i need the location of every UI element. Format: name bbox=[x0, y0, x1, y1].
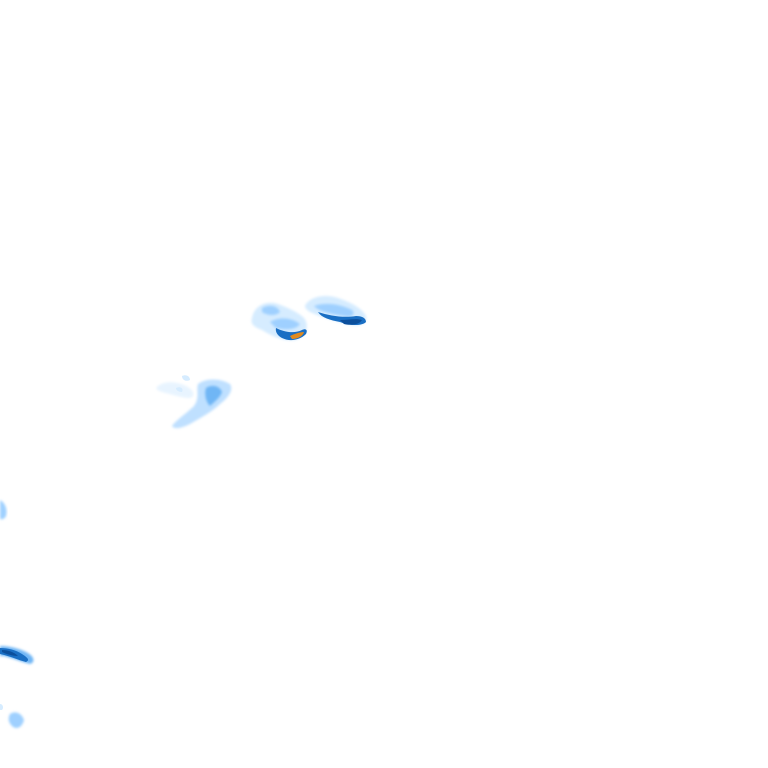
precip-cell-north-west bbox=[251, 302, 307, 341]
precip-area-moderate bbox=[314, 303, 354, 317]
precip-area-moderate bbox=[205, 385, 222, 406]
precip-cell-central-west bbox=[156, 375, 232, 429]
precip-cell-south-west-band bbox=[0, 646, 34, 664]
precip-cell-north-east bbox=[305, 296, 367, 326]
precip-area-very-light bbox=[0, 704, 4, 710]
precip-area-moderate bbox=[262, 305, 300, 330]
precip-area-very-light bbox=[156, 382, 194, 398]
precip-cell-south-west-small bbox=[0, 704, 24, 728]
precip-area-light bbox=[8, 712, 24, 728]
precip-area-light-dots bbox=[176, 375, 190, 392]
precip-area-intense bbox=[290, 332, 304, 339]
precip-area-very-heavy bbox=[2, 650, 18, 656]
precip-cell-west-edge bbox=[0, 500, 7, 520]
precip-area-light bbox=[0, 500, 7, 520]
precip-area-very-heavy bbox=[340, 319, 362, 325]
